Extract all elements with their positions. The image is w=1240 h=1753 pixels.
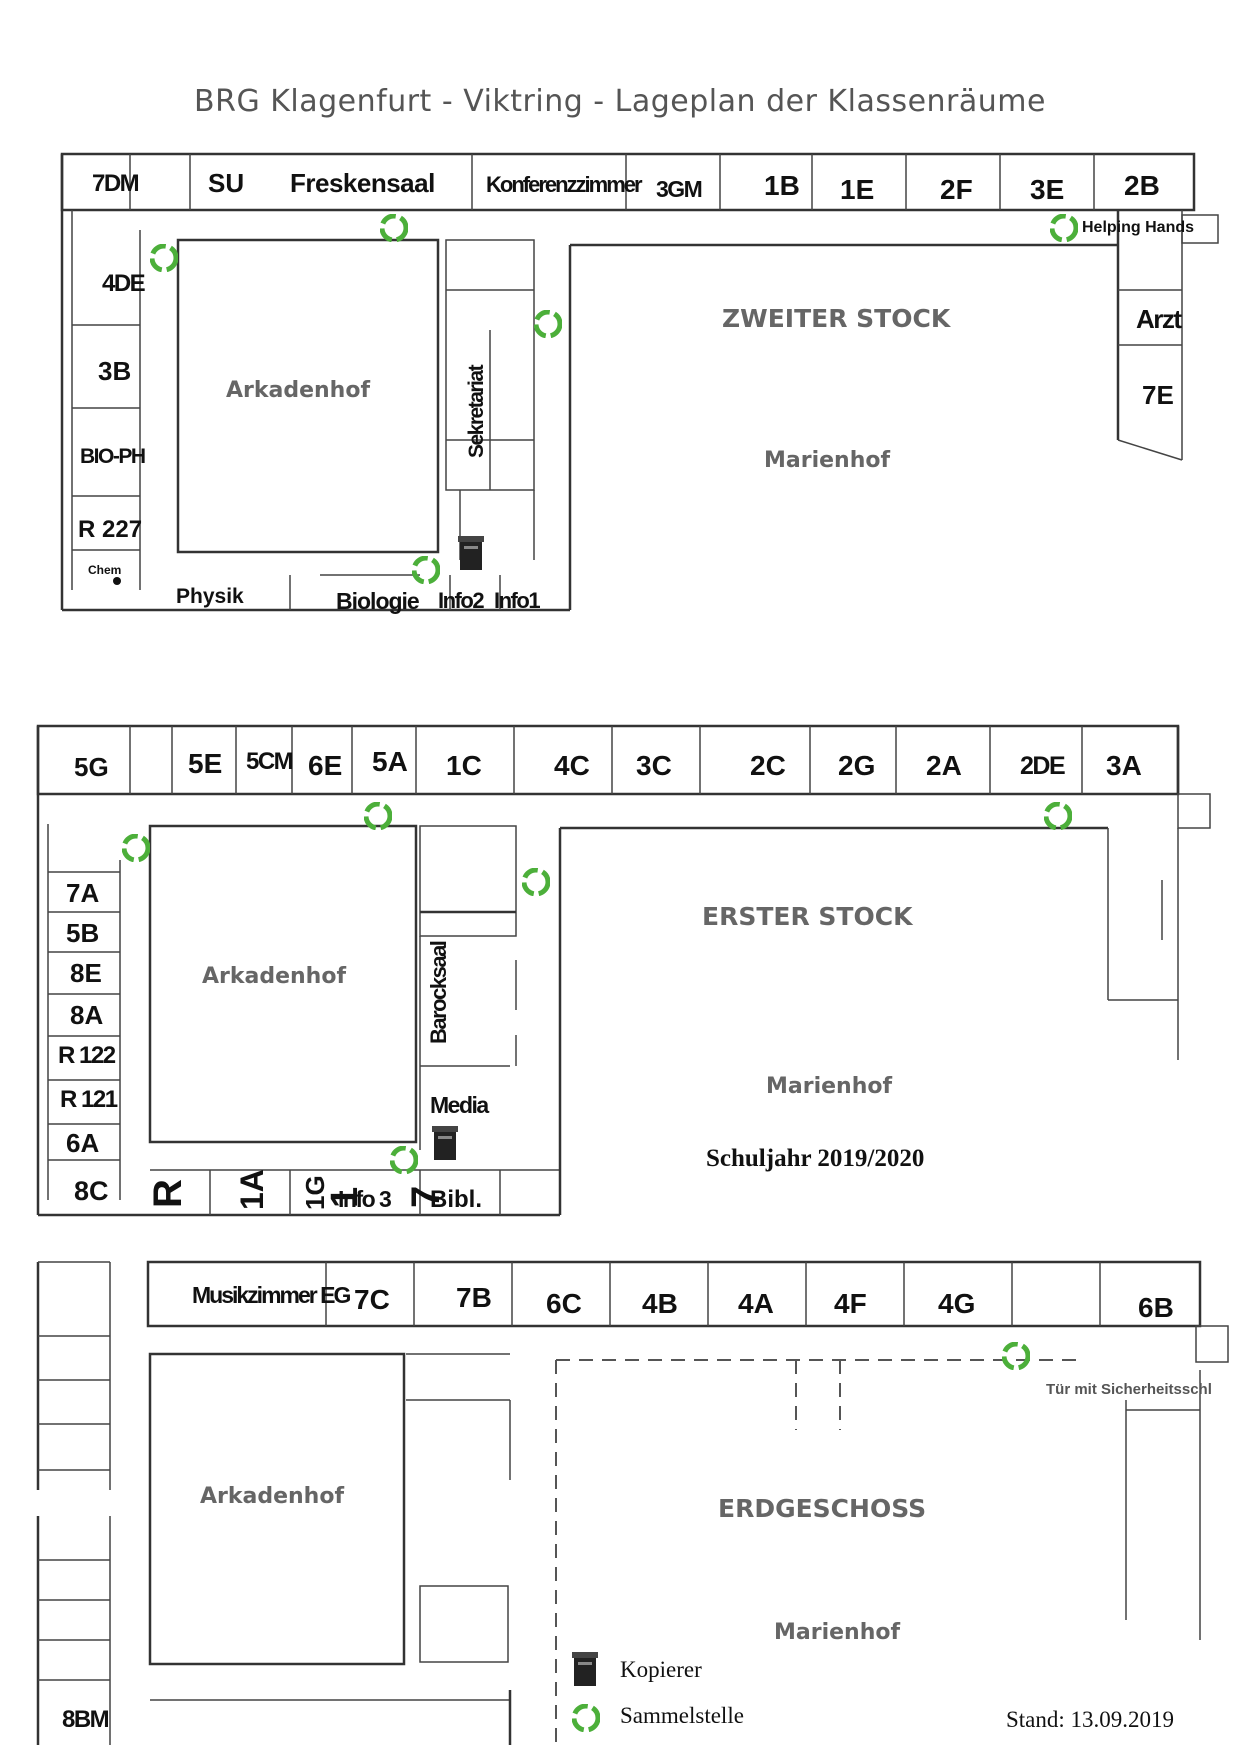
room-label: Sekretariat xyxy=(465,365,488,458)
room-label: 6B xyxy=(1138,1292,1174,1323)
room-label: 6A xyxy=(66,1128,100,1158)
room-label: 6C xyxy=(546,1288,582,1319)
room-label: Info1 xyxy=(494,588,541,613)
room-label: 8C xyxy=(74,1176,109,1206)
room-label: 5CM xyxy=(246,748,294,775)
copier-icon xyxy=(458,536,484,570)
room-label: Musikzimmer EG xyxy=(192,1282,351,1308)
recycle-icon xyxy=(380,214,408,242)
room-label: R 227 xyxy=(78,516,143,543)
room-label: 5A xyxy=(372,746,408,777)
courtyard-label: Arkadenhof xyxy=(226,378,371,403)
room-label: 4DE xyxy=(102,270,146,297)
room-label: Biologie xyxy=(336,588,420,614)
recycle-icon xyxy=(390,1146,418,1174)
floor-name: ERSTER STOCK xyxy=(702,902,913,931)
garden-label: Marienhof xyxy=(766,1074,893,1099)
room-label: 8A xyxy=(70,1000,104,1030)
recycle-icon xyxy=(1044,802,1072,830)
legend-collection-label: Sammelstelle xyxy=(620,1703,744,1728)
courtyard-label: Arkadenhof xyxy=(200,1484,345,1509)
room-label: 2B xyxy=(1124,170,1160,201)
room-label: 7B xyxy=(456,1282,492,1313)
recycle-icon xyxy=(1050,214,1078,242)
courtyard-label: Arkadenhof xyxy=(202,964,347,989)
floor1-walls xyxy=(36,724,1211,1217)
room-label: 2DE xyxy=(1020,752,1066,780)
room-label: 4A xyxy=(738,1288,774,1319)
room-label: 2C xyxy=(750,750,786,781)
page-title: BRG Klagenfurt - Viktring - Lageplan der… xyxy=(194,84,1046,119)
room-label: Arzt xyxy=(1136,304,1182,334)
room-label: 2G xyxy=(838,750,876,781)
room-label: 4F xyxy=(834,1288,867,1319)
room-label: 4G xyxy=(938,1288,976,1319)
room-label: Bibl. xyxy=(430,1186,482,1213)
room-label: R 121 xyxy=(60,1086,118,1113)
garden-label: Marienhof xyxy=(774,1620,901,1645)
room-label: Media xyxy=(430,1092,489,1118)
room-label: 1E xyxy=(840,174,875,205)
recycle-icon xyxy=(534,310,562,338)
room-label: Info2 xyxy=(438,588,485,613)
room-label: 4B xyxy=(642,1288,678,1319)
recycle-icon xyxy=(412,556,440,584)
school-year: Schuljahr 2019/2020 xyxy=(706,1145,925,1172)
floor2-walls xyxy=(60,152,1219,612)
room-label: Info 3 xyxy=(338,1186,392,1212)
room-label: Barocksaal xyxy=(426,941,451,1044)
recycle-icon xyxy=(364,802,392,830)
floor-name: ERDGESCHOSS xyxy=(718,1494,927,1523)
room-label: Konferenzzimmer xyxy=(486,172,643,197)
room-label: R 122 xyxy=(58,1042,116,1069)
room-label: Freskensaal xyxy=(290,168,435,198)
room-label: 8E xyxy=(70,958,102,988)
room-label: 5E xyxy=(188,748,223,779)
room-label: 3GM xyxy=(656,176,703,202)
room-label: 3C xyxy=(636,750,672,781)
recycle-icon xyxy=(572,1704,600,1732)
room-label: 1C xyxy=(446,750,482,781)
recycle-icon xyxy=(522,868,550,896)
copier-icon xyxy=(432,1126,458,1160)
room-label: Helping Hands xyxy=(1082,219,1195,236)
floor-name: ZWEITER STOCK xyxy=(722,304,951,333)
dot-marker xyxy=(113,577,121,585)
room-label: 6E xyxy=(308,750,343,781)
room-label: 3E xyxy=(1030,174,1065,205)
room-label: 7E xyxy=(1142,380,1174,410)
room-label: BIO-PH xyxy=(80,445,146,468)
door-note: Tür mit Sicherheitsschl xyxy=(1046,1381,1212,1398)
room-label: 2A xyxy=(926,750,962,781)
room-label: Chem xyxy=(88,563,122,577)
room-label: 7C xyxy=(354,1284,390,1315)
room-label: 5G xyxy=(74,752,109,782)
recycle-icon xyxy=(150,244,178,272)
room-label: 8BM xyxy=(62,1706,110,1733)
room-label: 7A xyxy=(66,878,100,908)
room-label: SU xyxy=(208,168,245,198)
room-label: 1A xyxy=(234,1169,270,1210)
room-label: 3B xyxy=(98,356,132,386)
legend-copier-label: Kopierer xyxy=(620,1657,702,1682)
room-label: Physik xyxy=(176,585,244,608)
room-label: 3A xyxy=(1106,750,1142,781)
room-label: 4C xyxy=(554,750,590,781)
stand-date: Stand: 13.09.2019 xyxy=(1006,1707,1175,1732)
floor0-walls xyxy=(36,1260,1229,1745)
garden-label: Marienhof xyxy=(764,448,891,473)
room-label: 2F xyxy=(940,174,973,205)
room-label: R xyxy=(146,1179,190,1208)
room-label: 7DM xyxy=(92,170,140,197)
recycle-icon xyxy=(1002,1342,1030,1370)
room-label: 5B xyxy=(66,918,100,948)
copier-icon xyxy=(572,1652,598,1686)
room-label: 1B xyxy=(764,170,800,201)
recycle-icon xyxy=(122,834,150,862)
